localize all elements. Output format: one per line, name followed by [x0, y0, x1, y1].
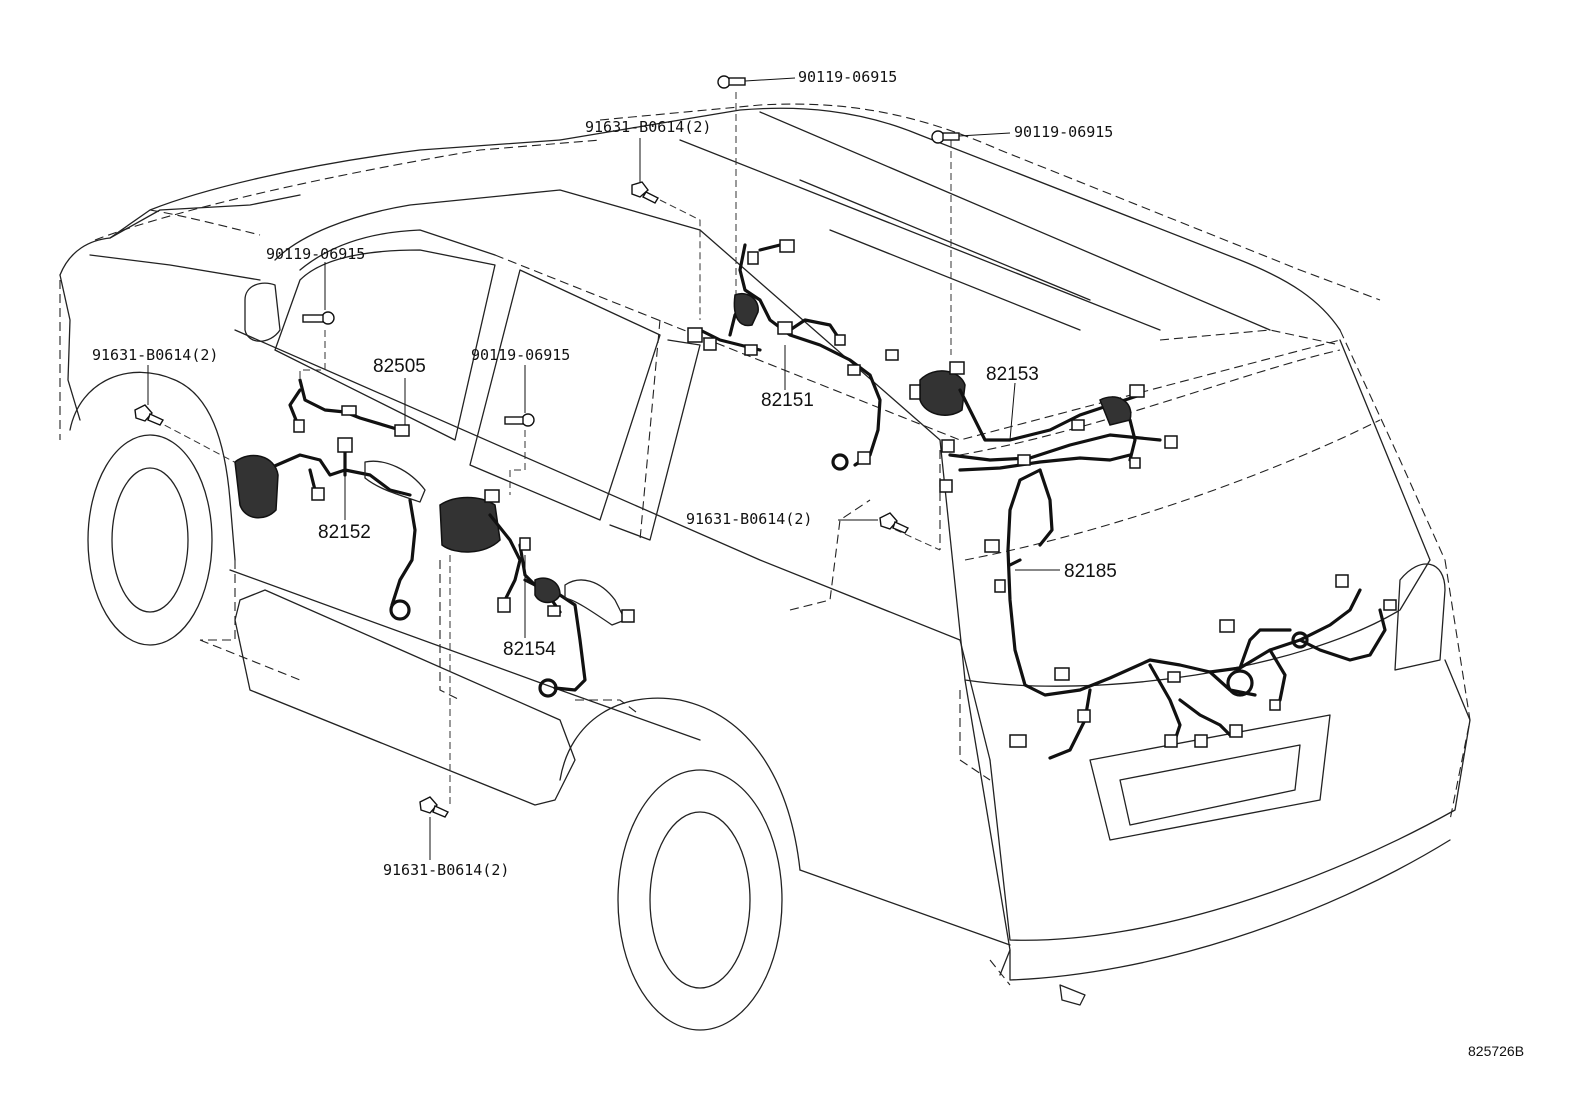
label-harness-82151: 82151	[761, 390, 814, 411]
label-clip-bottom: 91631-B0614(2)	[383, 861, 509, 879]
part-labels: 90119-06915 90119-06915 91631-B0614(2) 9…	[92, 68, 1524, 1059]
harness-82153	[909, 361, 1178, 493]
label-harness-82153: 82153	[986, 364, 1039, 385]
label-bolt-left-mirror: 90119-06915	[266, 245, 365, 263]
harness-82151	[687, 239, 899, 471]
clip-bottom-icon	[419, 796, 450, 818]
callout-leaders	[147, 77, 1060, 860]
label-bolt-top-center: 90119-06915	[798, 68, 897, 86]
clip-top-center-icon	[631, 181, 659, 204]
label-harness-82152: 82152	[318, 522, 371, 543]
fastener-phantom-lines	[154, 92, 952, 805]
label-bolt-mid-door: 90119-06915	[471, 346, 570, 364]
clip-left-front-icon	[134, 404, 165, 426]
phantom-body-lines	[59, 103, 1471, 986]
bolt-top-center-icon	[717, 75, 746, 89]
label-clip-left-front: 91631-B0614(2)	[92, 346, 218, 364]
harness-82154	[439, 489, 635, 698]
label-clip-top-center: 91631-B0614(2)	[585, 118, 711, 136]
label-bolt-top-right: 90119-06915	[1014, 123, 1113, 141]
harness-82185	[984, 468, 1397, 760]
label-harness-82154: 82154	[503, 639, 556, 660]
vehicle-body-outline	[59, 107, 1471, 1031]
clip-rear-door-icon	[879, 512, 910, 534]
label-harness-82185: 82185	[1064, 561, 1117, 582]
harness-82152	[234, 378, 426, 621]
bolt-top-right-icon	[931, 130, 960, 144]
label-harness-82505: 82505	[373, 356, 426, 377]
bolt-left-mirror-icon	[302, 311, 335, 325]
bolt-mid-door-icon	[504, 413, 535, 427]
figure-reference: 825726B	[1468, 1043, 1524, 1059]
label-clip-rear-door: 91631-B0614(2)	[686, 510, 812, 528]
fasteners	[134, 75, 960, 818]
